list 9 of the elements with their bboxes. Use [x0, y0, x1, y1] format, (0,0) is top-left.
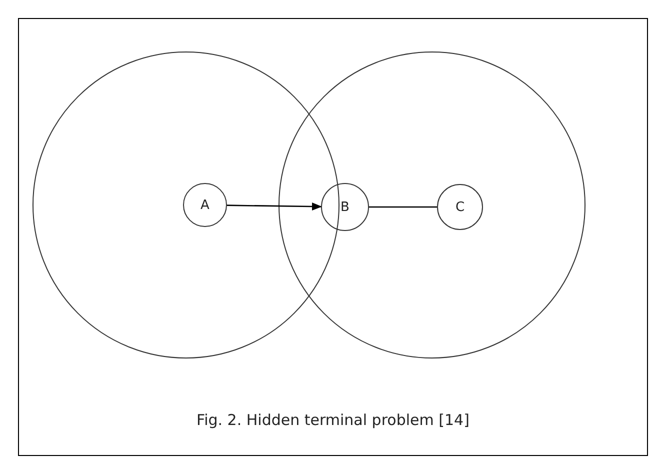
node-circle	[321, 183, 369, 231]
node-label: A	[200, 198, 210, 212]
node-circle	[183, 183, 227, 227]
connector-line	[369, 206, 437, 208]
node-label: C	[455, 200, 465, 214]
figure-caption: Fig. 2. Hidden terminal problem [14]	[196, 411, 470, 429]
node-circle	[437, 184, 483, 230]
node-label: B	[340, 200, 350, 214]
arrow	[227, 202, 322, 211]
